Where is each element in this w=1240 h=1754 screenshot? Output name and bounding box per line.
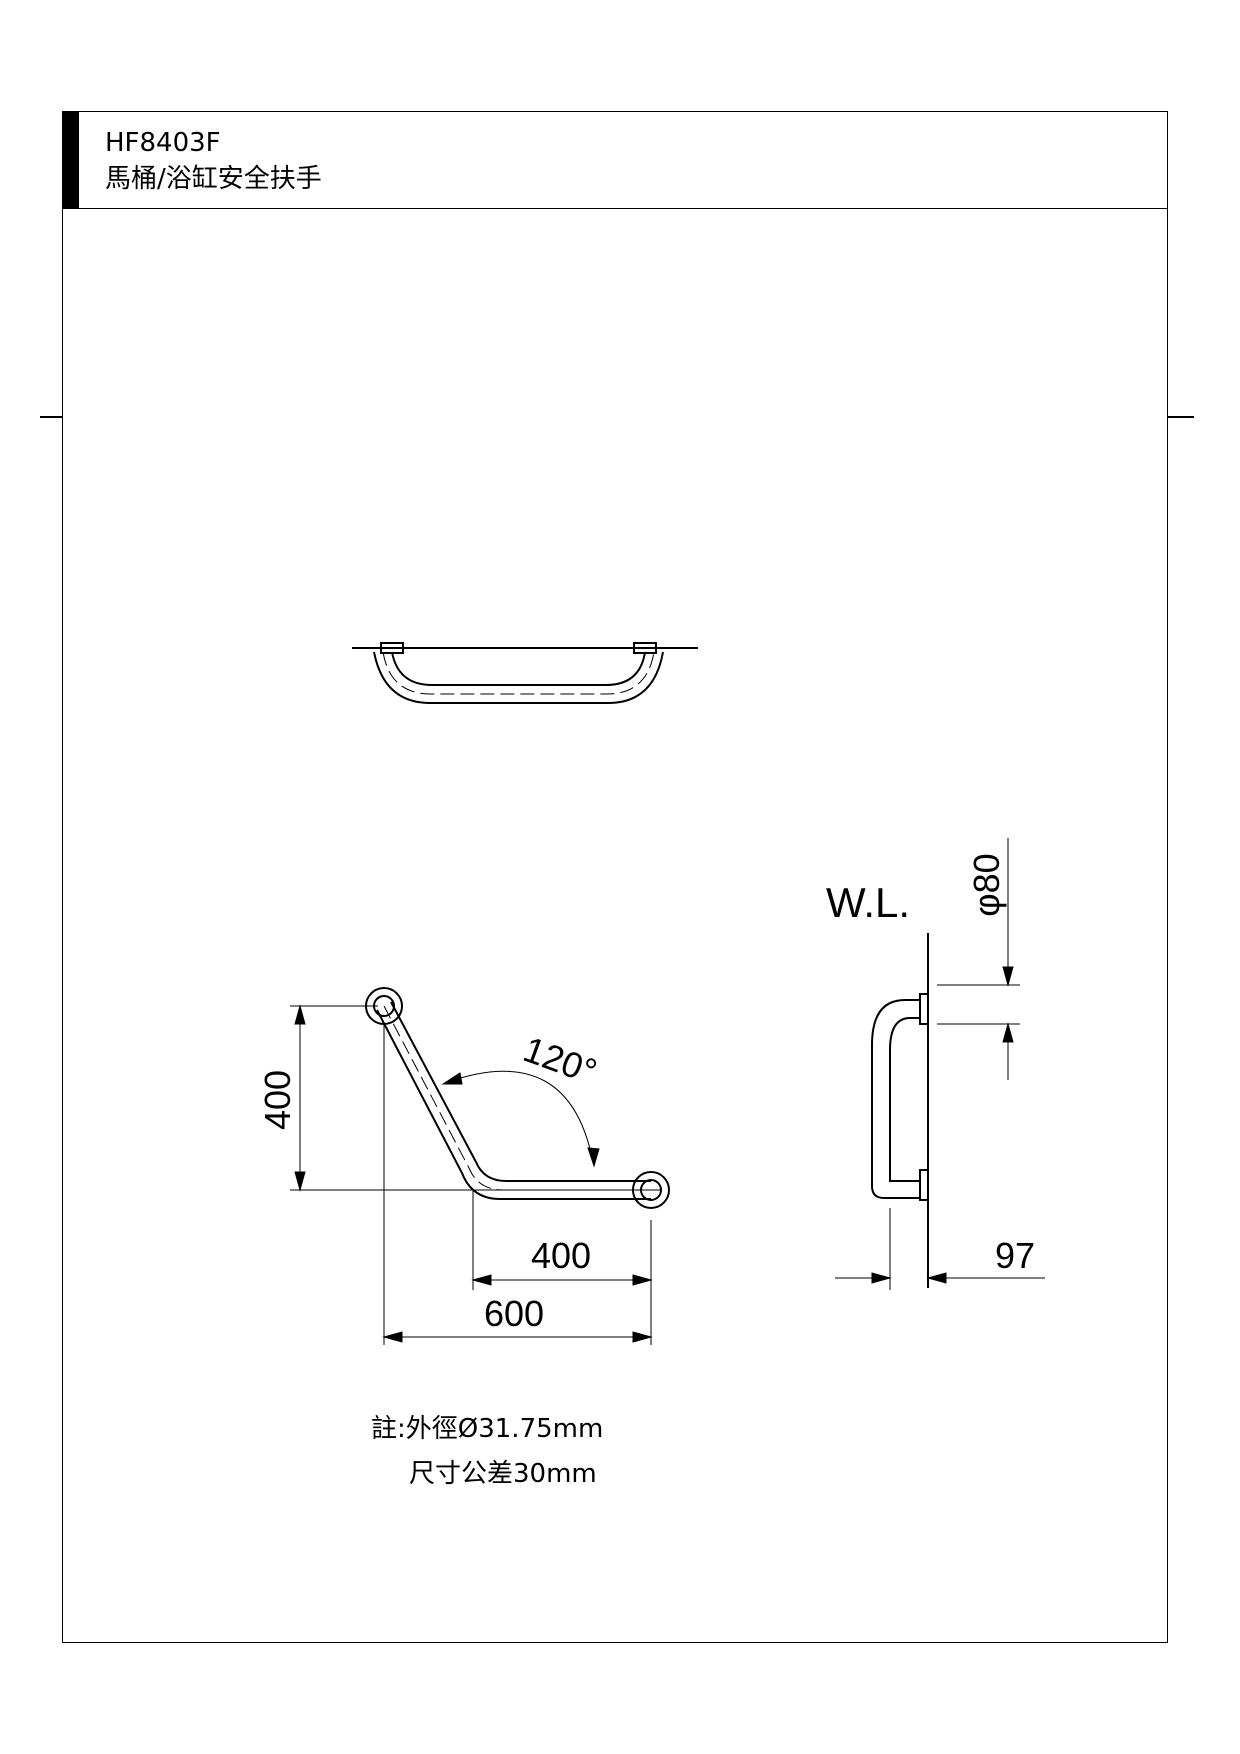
note-tolerance: 尺寸公差30mm bbox=[409, 1459, 597, 1489]
arrow-flange-top bbox=[1002, 966, 1014, 987]
arrow-overall-left bbox=[382, 1331, 403, 1343]
arrow-bottom-length-right bbox=[632, 1274, 653, 1286]
arrow-bottom-length-left bbox=[471, 1274, 492, 1286]
side-view bbox=[871, 933, 929, 1288]
top-view bbox=[352, 642, 698, 704]
dimension-lines bbox=[290, 1004, 660, 1345]
arrow-angle-end bbox=[587, 1147, 600, 1168]
note-outer-diameter: 註:外徑Ø31.75mm bbox=[371, 1414, 604, 1444]
label-wall-line: W.L. bbox=[826, 879, 910, 926]
drawing-frame: HF8403F 馬桶/浴缸安全扶手 bbox=[62, 111, 1168, 1643]
side-bar-outer bbox=[871, 999, 920, 1199]
label-flange-diameter: φ80 bbox=[966, 853, 1007, 916]
arrow-height-top bbox=[294, 1004, 306, 1025]
arrow-height-bottom bbox=[294, 1171, 306, 1192]
label-height: 400 bbox=[257, 1070, 298, 1130]
arrow-projection-left bbox=[871, 1272, 892, 1284]
side-flange-upper bbox=[919, 993, 929, 1025]
grab-bar-centerline bbox=[383, 1005, 651, 1191]
front-view bbox=[365, 987, 670, 1209]
arrow-overall-right bbox=[632, 1331, 653, 1343]
center-mark-right bbox=[1168, 416, 1194, 418]
arrow-projection-right bbox=[926, 1272, 947, 1284]
grab-bar-outer-edge bbox=[376, 1009, 651, 1200]
title-block: HF8403F 馬桶/浴缸安全扶手 bbox=[63, 112, 1167, 209]
top-view-bar-inner bbox=[391, 651, 646, 686]
label-bottom-length: 400 bbox=[531, 1235, 591, 1276]
side-dimension-lines bbox=[835, 838, 1045, 1290]
label-overall-width: 600 bbox=[484, 1293, 544, 1334]
label-projection: 97 bbox=[995, 1235, 1035, 1276]
model-number: HF8403F bbox=[105, 128, 221, 158]
arrow-angle-start bbox=[441, 1072, 463, 1085]
label-angle: 120° bbox=[518, 1028, 602, 1092]
title-accent-bar bbox=[63, 112, 79, 209]
center-mark-left bbox=[40, 416, 62, 418]
side-bar-inner bbox=[889, 1017, 920, 1182]
product-name: 馬桶/浴缸安全扶手 bbox=[105, 164, 322, 194]
arrow-flange-bottom bbox=[1002, 1022, 1014, 1043]
side-flange-lower bbox=[919, 1169, 929, 1201]
angle-arc bbox=[447, 1070, 594, 1163]
grab-bar-inner-edge bbox=[390, 1001, 651, 1182]
top-view-centerline bbox=[382, 651, 655, 695]
top-view-bar-outer bbox=[373, 651, 664, 704]
